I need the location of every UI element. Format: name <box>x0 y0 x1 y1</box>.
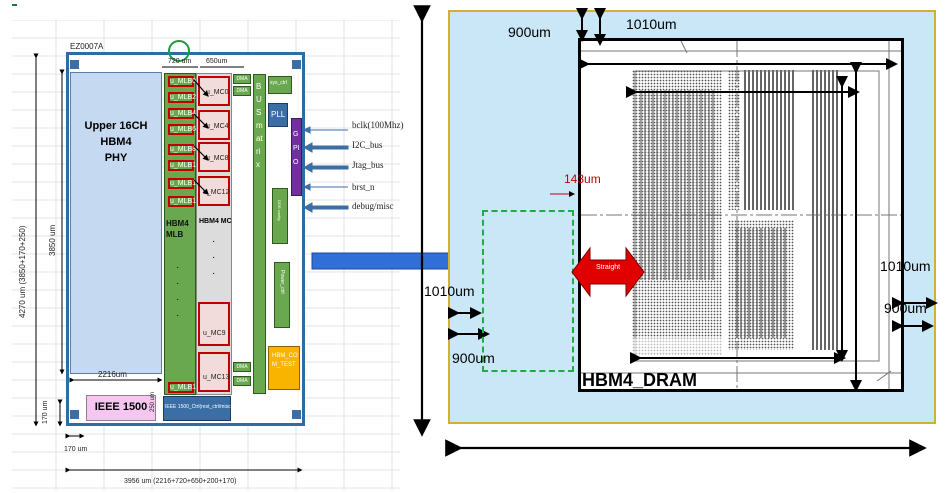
hbm4-mlb-label: HBM4 MLB <box>166 219 189 239</box>
corner-pin-bl <box>70 410 79 419</box>
mc-block-0: u_MC0 <box>198 76 230 106</box>
gpio-label: GPIO <box>293 131 300 166</box>
bottom-170-horizontal-label: 170 um <box>64 446 88 453</box>
dma-3: DMA <box>233 376 251 386</box>
dram-label: HBM4_DRAM <box>582 370 698 390</box>
bus-matrix-label: BUS matrix <box>256 82 263 169</box>
gap-143-label: 143um <box>564 172 601 186</box>
right-1010-label: 1010um <box>880 258 931 274</box>
signal-debug: debug/misc <box>352 201 394 211</box>
bottom-170-vertical-label: 170 um <box>42 400 49 424</box>
mc-block-12: u_MC12 <box>198 176 230 206</box>
corner-mark <box>12 4 17 6</box>
power-ctrl-label: Power_ctrl <box>279 270 285 294</box>
dma-2: DMA <box>233 362 251 372</box>
signal-jtag: Jtag_bus <box>352 160 384 170</box>
hbm-test-label: HBM_CO M_TEST <box>272 353 298 368</box>
gpio-block <box>291 118 302 196</box>
right-900-label: 900um <box>884 300 927 316</box>
ddr-config-label: DDR config <box>277 200 282 221</box>
left-1010-label: 1010um <box>424 283 475 299</box>
pll-block <box>268 103 288 127</box>
signal-brst: brst_n <box>352 182 375 192</box>
mlb-row-3: u_MLB6 <box>168 124 197 135</box>
mlb-row-1: u_MLB2 <box>168 92 197 103</box>
total-height-label: 4270 um (3850+170+250) <box>18 225 27 318</box>
ieee-ctrl-label: IEEE 1500_Ctrl(rest_ctrl/misc <box>165 404 231 410</box>
signal-arrows <box>302 126 349 213</box>
highlight-circle <box>168 40 190 62</box>
outer-dimension-arrows <box>413 5 927 457</box>
mlb-row-7: u_MLB14 <box>168 196 200 207</box>
hbm4-mc-label: HBM4 MC <box>199 218 232 225</box>
ddr-config-block <box>272 188 288 244</box>
total-width-label: 3956 um (2216+720+650+200+170) <box>124 478 237 485</box>
mlb-row-5: u_MLB10 <box>168 160 200 171</box>
corner-pin-tl <box>70 60 79 69</box>
ieee-block <box>86 395 156 421</box>
left-dimension-lines <box>33 53 303 473</box>
mlb-row-2: u_MLB4 <box>168 108 197 119</box>
mlb-row-4: u_MLB8 <box>168 144 197 155</box>
sys-ctrl-label: sys_ctrl <box>270 80 287 86</box>
top-1010-label: 1010um <box>626 16 677 32</box>
right-panel: Straight 900um 1010um 143um 1010um 900um… <box>410 0 948 493</box>
sys-ctrl-block <box>268 76 292 94</box>
width-2216-label: 2216um <box>98 370 127 379</box>
power-ctrl-block <box>274 262 290 328</box>
height-3850-label: 3850 um <box>48 224 57 256</box>
inner-dimension-arrows <box>448 8 938 392</box>
top-900-label: 900um <box>508 24 551 40</box>
left-panel: EZ0007A Upper 16CH HBM4 PHY IEEE 1500 IE… <box>0 0 404 493</box>
width-650-label: 650um <box>206 58 228 65</box>
top-dim-arrows <box>162 66 244 68</box>
mlb-row-0: u_MLB0 <box>168 76 197 87</box>
ieee-ctrl-block <box>163 396 231 421</box>
signal-i2c: I2C_bus <box>352 140 383 150</box>
width-720-label: 720 um <box>168 58 192 65</box>
phy-block <box>70 72 162 374</box>
mc-block-13: u_MC13 <box>198 352 230 392</box>
dma-1: DMA <box>233 86 251 96</box>
mlb-dots: ···· <box>176 262 180 321</box>
corner-pin-tr <box>292 60 301 69</box>
hbm-test-block <box>268 346 300 390</box>
phy-placement-region <box>482 210 574 372</box>
signal-bclk: bclk(100Mhz) <box>352 120 404 130</box>
mlb-row-6: u_MLB12 <box>168 178 200 189</box>
mc-block-9: u_MC9 <box>198 302 230 346</box>
mc-dots: ··· <box>212 236 216 279</box>
straight-double-arrow <box>571 246 645 298</box>
straight-label: Straight <box>595 264 621 271</box>
chip-id: EZ0007A <box>70 42 104 51</box>
phy-label: Upper 16CH HBM4 PHY <box>84 120 148 164</box>
mlb-to-mc-arrows <box>193 79 209 195</box>
bus-matrix-block <box>253 74 266 394</box>
corner-pin-br <box>292 410 301 419</box>
mlb-row-15: u_MLB15 <box>168 382 200 393</box>
left-900-label: 900um <box>452 350 495 366</box>
dma-0: DMA <box>233 74 251 84</box>
pll-label: PLL <box>271 110 286 119</box>
ieee-label: IEEE 1500 <box>94 401 148 413</box>
